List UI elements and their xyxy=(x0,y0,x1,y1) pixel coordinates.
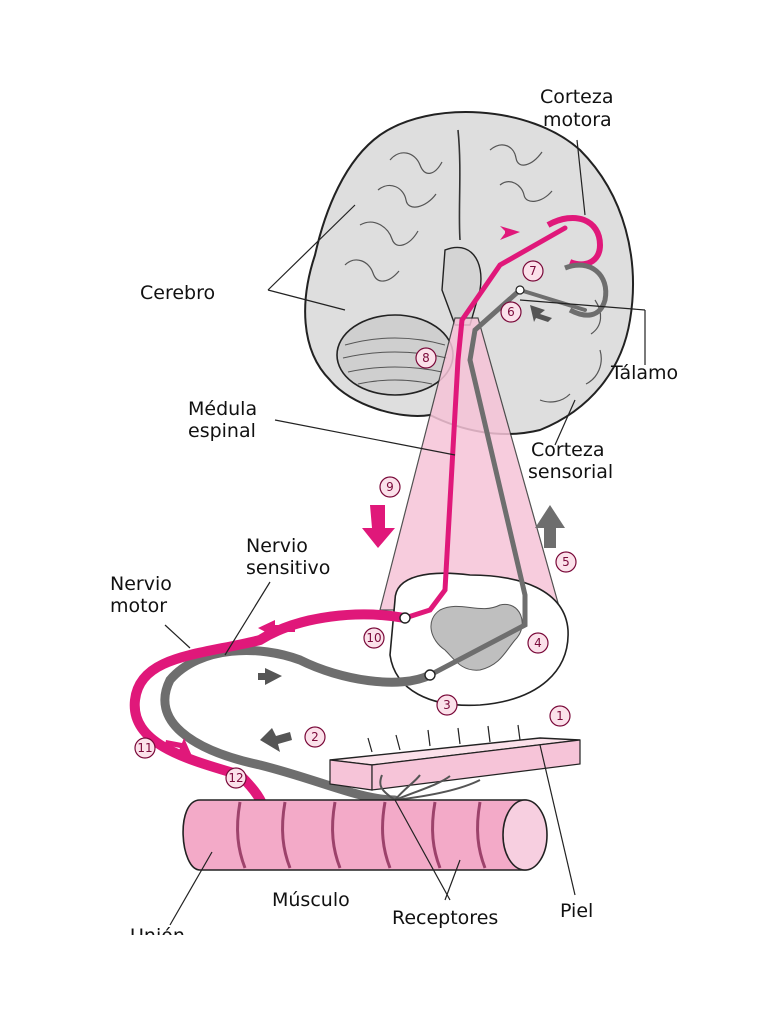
arrow-motor-out xyxy=(258,620,295,637)
label-receptores: Receptores xyxy=(392,907,498,929)
direction-arrows xyxy=(165,226,565,756)
step-badge-number: 11 xyxy=(137,741,152,755)
label-nervio-sensitivo-1: Nervio xyxy=(246,535,308,557)
label-corteza-sensorial-1: Corteza xyxy=(531,439,604,461)
leader-lines xyxy=(164,139,646,926)
step-badge-circle xyxy=(304,726,326,748)
step-badge-3: 3 xyxy=(436,694,458,716)
label-corteza-sensorial-2: sensorial xyxy=(528,461,613,483)
step-badge-number: 3 xyxy=(443,698,451,712)
step-badge-circle xyxy=(522,260,544,282)
step-badge-number: 1 xyxy=(556,709,564,723)
step-badge-2: 2 xyxy=(304,726,326,748)
step-badge-11: 11 xyxy=(134,737,156,759)
muscle-stripes xyxy=(236,801,487,869)
label-medula-1: Médula xyxy=(188,398,257,420)
sensory-pathway xyxy=(160,287,587,805)
label-musculo: Músculo xyxy=(272,889,350,911)
step-badge-6: 6 xyxy=(500,301,522,323)
central-fissure xyxy=(457,129,461,241)
step-badge-12: 12 xyxy=(225,767,247,789)
label-nervio-motor-2: motor xyxy=(110,595,167,617)
step-badge-number: 4 xyxy=(534,636,542,650)
step-badge-circle xyxy=(415,347,437,369)
label-talamo: Tálamo xyxy=(610,362,678,384)
step-badge-circle xyxy=(500,301,522,323)
muscle-end xyxy=(502,799,548,871)
bottom-crop xyxy=(0,935,768,1024)
label-cerebro: Cerebro xyxy=(140,282,215,304)
step-badge-10: 10 xyxy=(363,627,385,649)
label-medula-2: espinal xyxy=(188,420,256,442)
step-badge-7: 7 xyxy=(522,260,544,282)
step-badge-circle xyxy=(555,551,577,573)
step-badge-9: 9 xyxy=(379,476,401,498)
step-badge-circle xyxy=(436,694,458,716)
skin-block xyxy=(329,724,581,801)
label-piel: Piel xyxy=(560,900,593,922)
step-badge-circle xyxy=(225,767,247,789)
arrow-descending xyxy=(362,505,395,548)
step-badge-number: 10 xyxy=(366,631,381,645)
label-nervio-motor-1: Nervio xyxy=(110,573,172,595)
muscle-cylinder xyxy=(182,799,548,871)
receptor-endings xyxy=(379,774,481,801)
label-nervio-sensitivo-2: sensitivo xyxy=(246,557,330,579)
step-badge-number: 9 xyxy=(386,480,394,494)
sensory-neuron-body xyxy=(424,669,436,681)
label-corteza-motora-2: motora xyxy=(543,109,612,131)
step-badge-1: 1 xyxy=(549,705,571,727)
grey-matter xyxy=(430,603,523,671)
motor-neuron-body xyxy=(399,612,411,624)
step-badge-number: 5 xyxy=(562,555,570,569)
sensory-cortex-region xyxy=(564,262,609,318)
arrow-ascending xyxy=(535,505,565,548)
step-badge-circle xyxy=(549,705,571,727)
step-badge-number: 8 xyxy=(422,351,430,365)
step-badge-number: 6 xyxy=(507,305,515,319)
brain-gyri xyxy=(344,144,602,403)
step-badge-number: 7 xyxy=(529,264,537,278)
step-badge-circle xyxy=(134,737,156,759)
thalamus-relay xyxy=(515,285,525,295)
arrow-thalamus xyxy=(530,305,552,322)
step-badge-8: 8 xyxy=(415,347,437,369)
step-badge-5: 5 xyxy=(555,551,577,573)
step-badge-4: 4 xyxy=(527,632,549,654)
skin-hairs xyxy=(367,724,521,753)
step-badge-circle xyxy=(527,632,549,654)
step-badge-circle xyxy=(379,476,401,498)
arrow-motor-down xyxy=(165,738,192,756)
arrow-sensory-in xyxy=(258,668,282,685)
brain xyxy=(304,111,634,436)
label-corteza-motora-1: Corteza xyxy=(540,86,613,108)
step-badge-number: 12 xyxy=(228,771,243,785)
labels: Corteza motora Cerebro Tálamo Médula esp… xyxy=(110,86,678,947)
step-badge-number: 2 xyxy=(311,730,319,744)
arrow-sensory-up xyxy=(260,728,292,752)
arrow-motor-cortex xyxy=(500,226,520,240)
step-badge-circle xyxy=(363,627,385,649)
